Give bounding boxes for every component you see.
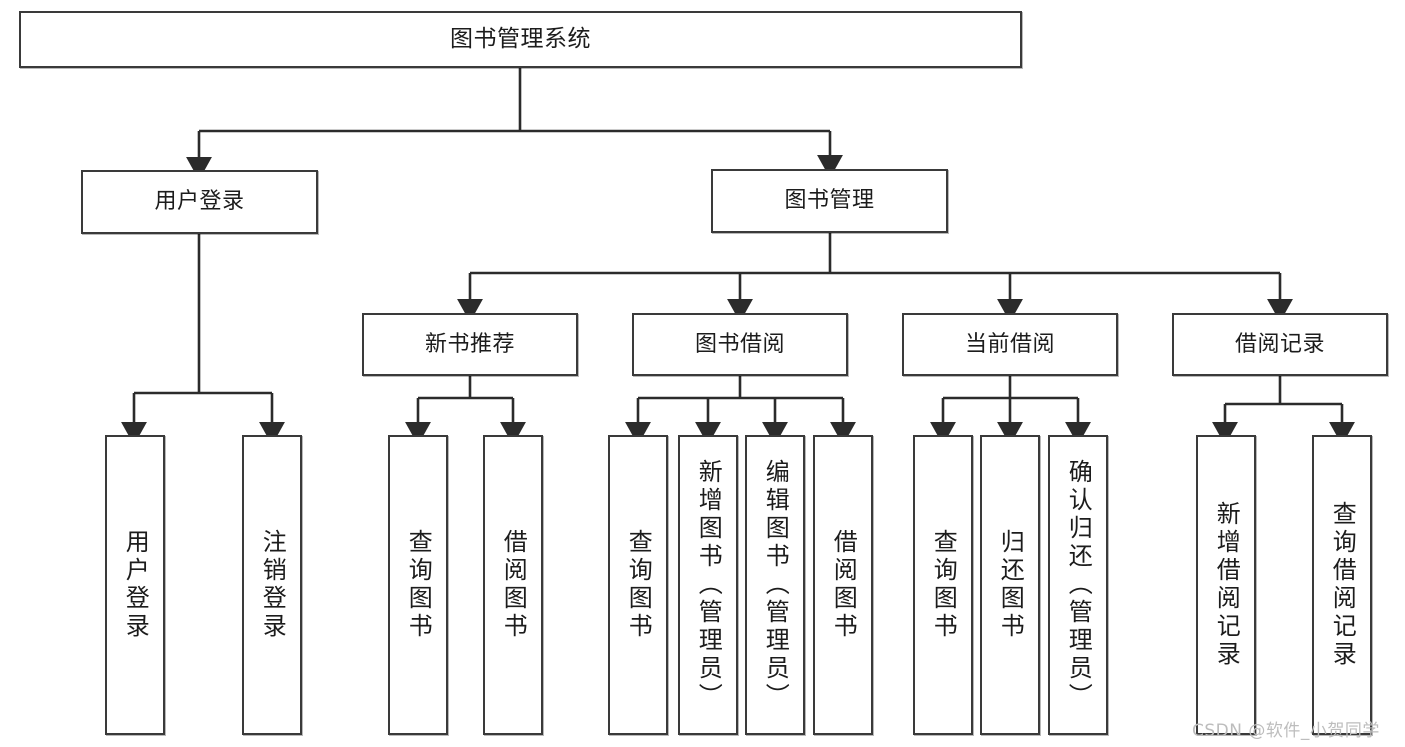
node-label: 查询图书 — [929, 529, 958, 641]
node-label: 确认归还（管理员） — [1064, 459, 1093, 711]
leaf-user-login-login[interactable]: 用户登录 — [105, 435, 165, 735]
node-book-management[interactable]: 图书管理 — [711, 169, 948, 233]
node-label: 借阅图书 — [829, 529, 858, 641]
node-book-borrow[interactable]: 图书借阅 — [632, 313, 848, 376]
leaf-borrow-record-query[interactable]: 查询借阅记录 — [1312, 435, 1372, 735]
node-label: 借阅图书 — [499, 529, 528, 641]
node-label: 编辑图书（管理员） — [761, 459, 790, 711]
leaf-book-borrow-borrow[interactable]: 借阅图书 — [813, 435, 873, 735]
node-label: 新增借阅记录 — [1212, 501, 1241, 669]
node-label: 新增图书（管理员） — [694, 459, 723, 711]
node-label: 新书推荐 — [424, 331, 515, 357]
node-borrow-record[interactable]: 借阅记录 — [1172, 313, 1388, 376]
leaf-book-borrow-edit[interactable]: 编辑图书（管理员） — [745, 435, 805, 735]
node-label: 查询借阅记录 — [1328, 501, 1357, 669]
csdn-watermark: CSDN @软件_小贺同学 — [1192, 721, 1380, 741]
leaf-current-borrow-query[interactable]: 查询图书 — [913, 435, 973, 735]
node-root-system[interactable]: 图书管理系统 — [19, 11, 1022, 68]
leaf-current-borrow-confirm-return[interactable]: 确认归还（管理员） — [1048, 435, 1108, 735]
leaf-new-book-query[interactable]: 查询图书 — [388, 435, 448, 735]
node-label: 查询图书 — [404, 529, 433, 641]
node-label: 当前借阅 — [964, 331, 1055, 357]
leaf-current-borrow-return[interactable]: 归还图书 — [980, 435, 1040, 735]
node-label: 图书管理系统 — [450, 25, 591, 52]
node-label: 用户登录 — [121, 529, 150, 641]
node-label: 图书管理 — [784, 188, 875, 214]
node-label: 归还图书 — [996, 529, 1025, 641]
node-label: 注销登录 — [258, 529, 287, 641]
node-new-book-recommend[interactable]: 新书推荐 — [362, 313, 578, 376]
node-current-borrow[interactable]: 当前借阅 — [902, 313, 1118, 376]
node-user-login[interactable]: 用户登录 — [81, 170, 318, 234]
node-label: 借阅记录 — [1234, 331, 1325, 357]
node-label: 图书借阅 — [694, 331, 785, 357]
leaf-book-borrow-query[interactable]: 查询图书 — [608, 435, 668, 735]
leaf-borrow-record-add[interactable]: 新增借阅记录 — [1196, 435, 1256, 735]
leaf-user-login-logout[interactable]: 注销登录 — [242, 435, 302, 735]
node-label: 用户登录 — [154, 189, 245, 215]
leaf-book-borrow-add[interactable]: 新增图书（管理员） — [678, 435, 738, 735]
node-label: 查询图书 — [624, 529, 653, 641]
leaf-new-book-borrow[interactable]: 借阅图书 — [483, 435, 543, 735]
